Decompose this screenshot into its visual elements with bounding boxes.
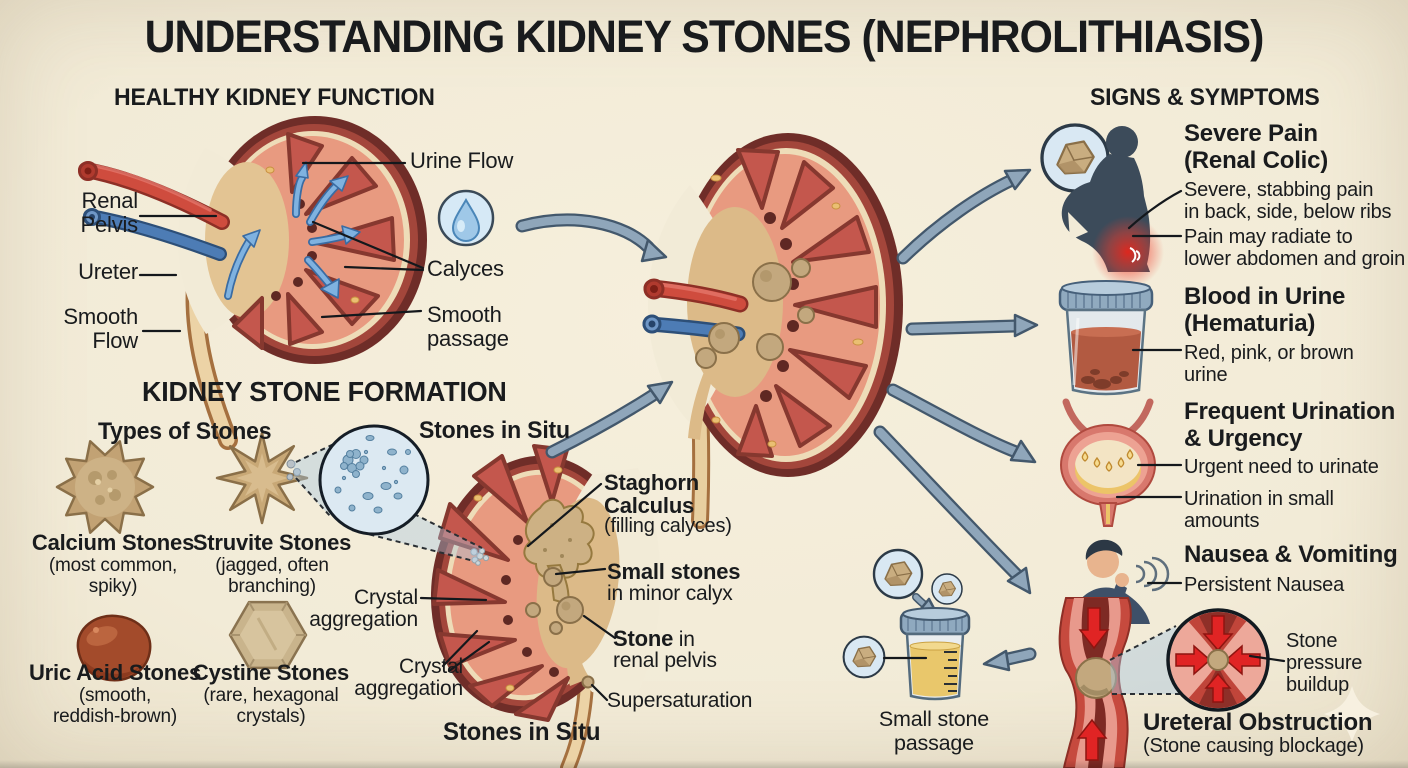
urine-sample-cup-icon [899, 607, 971, 701]
small-stone-passage-illustration [842, 548, 971, 701]
heading-healthy-kidney-function: HEALTHY KIDNEY FUNCTION [114, 84, 435, 111]
magnified-crystals [334, 435, 411, 514]
symptom-title-blood-in-urine: Blood in Urine (Hematuria) [1184, 283, 1346, 337]
kidney-stones [695, 258, 815, 369]
bladder-icon [1060, 398, 1156, 527]
heading-signs-symptoms: SIGNS & SYMPTOMS [1090, 84, 1320, 111]
desc-cystine-stones: (rare, hexagonal crystals) [203, 685, 339, 727]
label-stone-pressure-buildup: Stone pressure buildup [1286, 630, 1363, 696]
label-urine-flow: Urine Flow [410, 148, 514, 173]
desc-calcium-stones: (most common, spiky) [48, 555, 178, 597]
arrow-to-frequent-urination [886, 383, 1037, 464]
symptom-title-nausea: Nausea & Vomiting [1184, 541, 1398, 568]
cystine-stone-illustration [228, 600, 308, 670]
label-uric-acid-stones: Uric Acid Stones [28, 660, 202, 685]
urine-flow-arrows [224, 161, 361, 300]
struvite-stone-illustration [215, 431, 309, 525]
ureteral-obstruction-illustration [1058, 597, 1270, 768]
symptom-bullet: Urgent need to urinate [1184, 456, 1379, 478]
label-small-stones: Small stones [607, 559, 741, 584]
crystal-aggregation-spot [470, 547, 490, 566]
label-cystine-stones: Cystine Stones [192, 660, 350, 685]
caption-stones-in-situ: Stones in Situ [443, 718, 601, 746]
symptom-bullet: Persistent Nausea [1184, 574, 1345, 596]
arrow-to-nausea [873, 425, 1032, 595]
back-pain-person-icon [1061, 126, 1164, 288]
page-title: UNDERSTANDING KIDNEY STONES (NEPHROLITHI… [144, 11, 1265, 62]
label-renal-pelvis: Renal Pelvis [80, 188, 139, 237]
label-smooth-passage: Smooth passage [427, 302, 509, 351]
symptom-bullet: Severe, stabbing pain in back, side, bel… [1184, 179, 1392, 224]
label-calcium-stones: Calcium Stones [31, 530, 195, 555]
label-stone-in-renal-pelvis: Stone in [613, 626, 695, 651]
desc-struvite-stones: (jagged, often branching) [215, 555, 329, 597]
label-struvite-stones: Struvite Stones [192, 530, 352, 555]
uric-acid-stone-illustration [76, 614, 152, 682]
heading-stones-in-situ: Stones in Situ [419, 417, 570, 444]
crystal-magnifier [294, 424, 483, 562]
label-ureter: Ureter [78, 259, 138, 284]
arrow-drop-to-kidney [515, 213, 668, 263]
arrow-obstruction-to-passage [982, 647, 1037, 672]
caption-small-stone-passage: Small stone passage [878, 707, 990, 755]
leader-lines [138, 161, 1286, 702]
label-supersaturation: Supersaturation [607, 689, 753, 712]
healthy-kidney-illustration [78, 116, 427, 450]
label-calyces: Calyces [427, 256, 504, 281]
symptom-bullet: Red, pink, or brown urine [1184, 342, 1354, 387]
symptom-bullet: Urination in small amounts [1184, 488, 1334, 533]
label-crystal-aggregation-2: Crystal aggregation [354, 655, 463, 701]
calcium-stone-illustration [55, 440, 155, 534]
label-crystal-aggregation-1: Crystal aggregation [309, 586, 418, 632]
symptom-title-frequent-urination: Frequent Urination & Urgency [1184, 398, 1396, 452]
desc-uric-acid-stones: (smooth, reddish-brown) [53, 685, 177, 727]
hematuria-cup-icon [1058, 280, 1154, 396]
label-staghorn-calculus: Staghorn Calculus [604, 470, 699, 519]
symptom-title-severe-pain: Severe Pain (Renal Colic) [1184, 120, 1329, 174]
label-renal-pelvis-line2: renal pelvis [613, 649, 717, 672]
arrow-to-severe-pain [896, 168, 1032, 265]
label-smooth-flow: Smooth Flow [63, 304, 138, 353]
center-kidney-illustration [642, 133, 903, 529]
sub-small-stones: in minor calyx [607, 582, 733, 605]
symptom-bullet: Pain may radiate to lower abdomen and gr… [1184, 226, 1406, 271]
sub-ureteral-obstruction: (Stone causing blockage) [1143, 735, 1364, 757]
water-drop-icon [437, 189, 495, 247]
heading-types-of-stones: Types of Stones [98, 418, 272, 445]
arrow-to-blood-in-urine [905, 313, 1039, 338]
symptom-title-ureteral-obstruction: Ureteral Obstruction [1143, 709, 1373, 736]
sparkle-watermark [1324, 686, 1380, 742]
heading-kidney-stone-formation: KIDNEY STONE FORMATION [142, 376, 507, 407]
sub-staghorn-calculus: (filling calyces) [604, 515, 732, 537]
arrow-situ-to-kidney [545, 380, 674, 459]
